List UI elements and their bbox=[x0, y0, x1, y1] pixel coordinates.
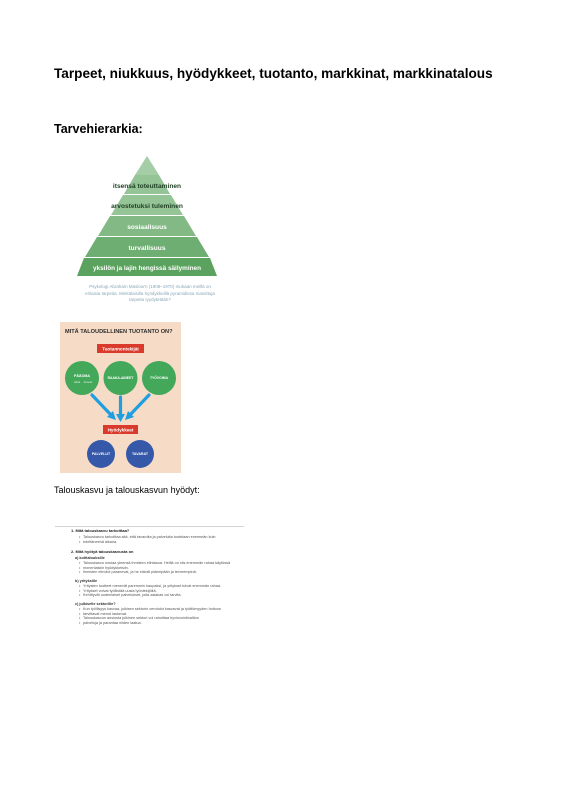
notes-c-bullet-1-cont: tarvittavat menot laskevat. bbox=[79, 612, 127, 617]
factors-label: Tuotannontekijät bbox=[102, 347, 139, 352]
arrow-right-head-icon bbox=[125, 411, 134, 420]
notes-b-label: b) yrityksille bbox=[75, 579, 98, 583]
notes-q1-bullet-1: Talouskasvu tarkoittaa sitä, että tavaro… bbox=[79, 535, 216, 540]
factor-capital-sub-1: rahat bbox=[74, 380, 81, 384]
factor-labour-label: TYÖVOIMA bbox=[150, 375, 169, 380]
factor-capital-sub-2: koneet bbox=[84, 380, 93, 384]
pyramid-level-5 bbox=[77, 258, 217, 276]
notes-a-label: a) kotitalouksille bbox=[75, 556, 105, 560]
pyramid-label-3: sosiaalisuus bbox=[127, 224, 167, 231]
notes-b-bullet-1: Yritysten tuotteet menevät paremmin kaup… bbox=[79, 584, 221, 589]
notes-a-bullet-2: Ihmisten elinolot paranevat, ja he elävä… bbox=[79, 570, 197, 575]
goods-label-box bbox=[103, 425, 138, 434]
notes-c-bullet-2-cont: palveluja ja parantaa niiden laatua. bbox=[79, 621, 142, 626]
notes-c-label: c) julkiselle sektorille? bbox=[75, 602, 116, 606]
pyramid-label-1: itsensä toteuttaminen bbox=[113, 183, 181, 190]
goods-services-circle bbox=[87, 440, 115, 468]
pyramid-level-3 bbox=[98, 216, 196, 236]
notes-q1-bullet-1-cont: edeltäneenä aikana. bbox=[79, 540, 117, 545]
arrow-right-icon bbox=[127, 393, 151, 418]
pyramid-level-2 bbox=[111, 195, 183, 215]
arrow-left-icon bbox=[90, 393, 114, 418]
growth-notes-image: 1. Mitä talouskasvu tarkoittaa? Talouska… bbox=[55, 523, 245, 638]
notes-a-bullet-1: Talouskasvu nostaa yleensä ihmisten elin… bbox=[79, 561, 230, 566]
factor-labour-circle bbox=[142, 361, 176, 395]
notes-c-bullet-1: Kun työllisyys kasvaa, julkisen sektorin… bbox=[79, 607, 221, 612]
pyramid-label-5: yksilön ja lajin hengissä säilyminen bbox=[93, 265, 201, 272]
goods-products-label: TAVARAT bbox=[132, 452, 149, 456]
factor-raw-materials-circle bbox=[103, 361, 138, 395]
production-diagram: MITÄ TALOUDELLINEN TUOTANTO ON? Tuotanno… bbox=[65, 328, 176, 468]
notes-question-2: 2. Mitä hyötyä talouskasvusta on bbox=[71, 549, 134, 554]
notes-b-bullet-3: Kehittyvät uudenlaiset palvelukset, joit… bbox=[79, 593, 182, 598]
notes-c-bullet-2: Talouskasvun ansiosta julkinen sektori v… bbox=[79, 616, 199, 621]
notes-divider bbox=[55, 526, 244, 527]
pyramid-label-2: arvostetuksi tuleminen bbox=[111, 203, 183, 210]
goods-products-circle bbox=[126, 440, 154, 468]
maslow-pyramid-figure: itsensä toteuttaminen arvostetuksi tulem… bbox=[77, 156, 217, 276]
pyramid-level-1-body bbox=[124, 175, 170, 194]
notes-a-bullet-1-cont: monenlaisiin hyödykkeisiin. bbox=[79, 566, 129, 571]
pyramid-label-4: turvallisuus bbox=[128, 245, 165, 252]
arrow-left-head-icon bbox=[107, 411, 116, 420]
factor-capital-circle bbox=[65, 361, 99, 395]
production-infographic: MITÄ TALOUDELLINEN TUOTANTO ON? Tuotanno… bbox=[60, 322, 181, 473]
arrow-icons bbox=[90, 393, 151, 418]
goods-services-label: PALVELUT bbox=[92, 452, 111, 456]
arrow-heads bbox=[107, 411, 134, 422]
notes-b-bullet-2: Yritykset voivat työllistää uusia työnte… bbox=[79, 589, 157, 594]
pyramid-caption: Psykologi Abraham Maslow'n (1908–1970) m… bbox=[85, 284, 215, 302]
section-heading: Tarvehierarkia: bbox=[54, 122, 143, 136]
page-title: Tarpeet, niukkuus, hyödykkeet, tuotanto,… bbox=[54, 66, 493, 81]
infographic-title: MITÄ TALOUDELLINEN TUOTANTO ON? bbox=[65, 328, 173, 335]
factors-label-box bbox=[97, 344, 144, 353]
arrow-middle-head-icon bbox=[116, 414, 125, 422]
factor-raw-materials-label: RAAKA-AINEET bbox=[108, 376, 135, 380]
goods-label: Hyödykkeet bbox=[108, 428, 134, 433]
growth-heading: Talouskasvu ja talouskasvun hyödyt: bbox=[54, 485, 200, 495]
pyramid-level-1 bbox=[135, 156, 159, 175]
factor-capital-label: PÄÄOMA bbox=[74, 374, 90, 378]
pyramid-level-4 bbox=[85, 237, 209, 257]
notes-question-1: 1. Mitä talouskasvu tarkoittaa? bbox=[71, 528, 130, 533]
